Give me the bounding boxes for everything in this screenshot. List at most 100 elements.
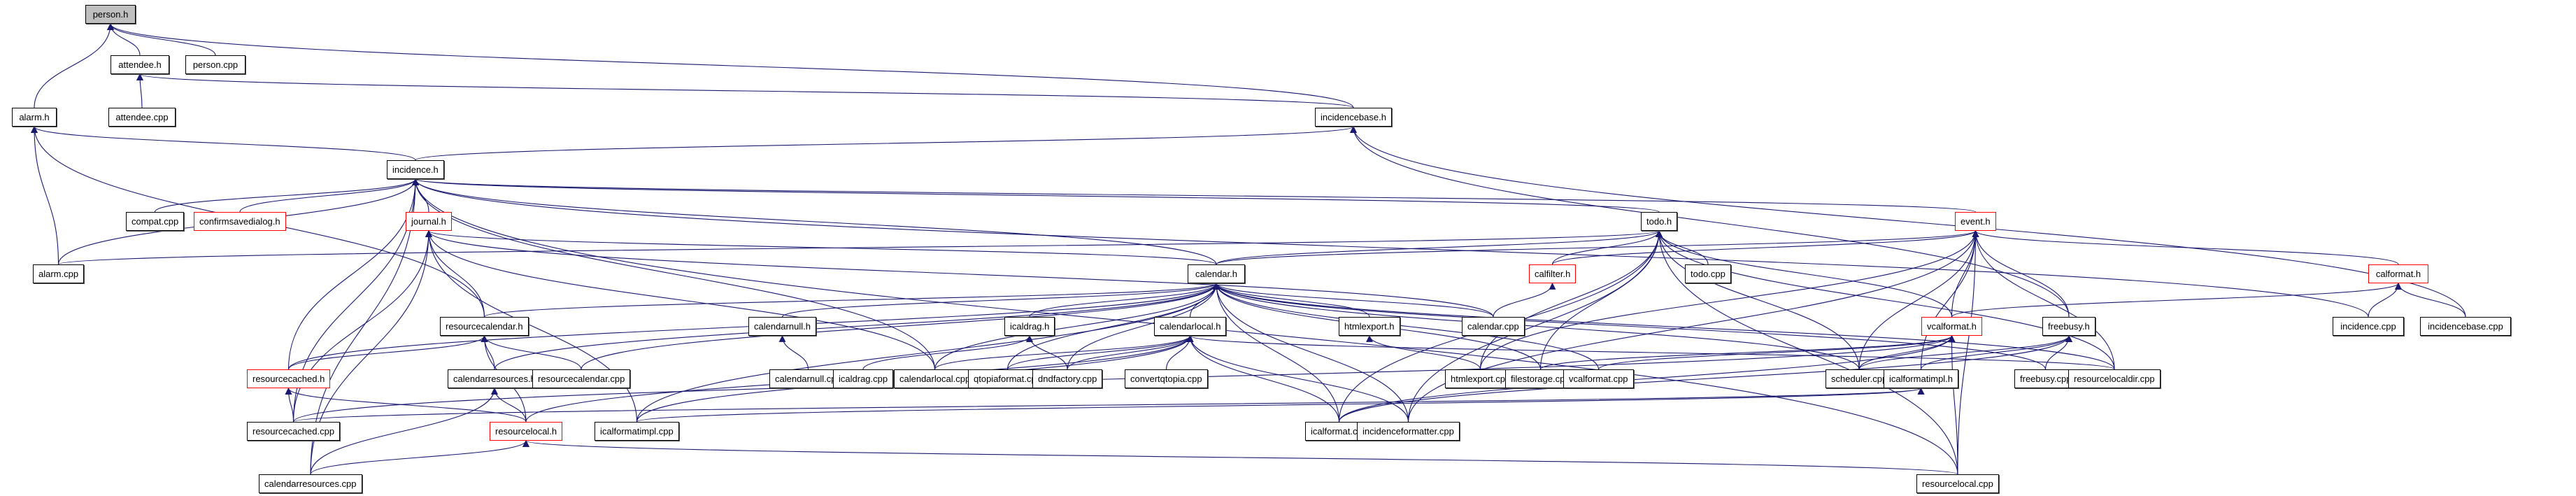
graph-node-label: htmlexport.cpp [1451, 374, 1511, 384]
edge-icalformat-cpp-to-calendar-h [1213, 283, 1340, 423]
edge-resourcecalendar-cpp-to-resourcecalendar-h [481, 335, 582, 370]
graph-node-resourcecached-h[interactable]: resourcecached.h [247, 369, 331, 388]
graph-node-calendarnull-h[interactable]: calendarnull.h [748, 317, 816, 336]
graph-node-label: icalformatimpl.h [1889, 374, 1954, 384]
graph-node-convertqtopia-cpp[interactable]: convertqtopia.cpp [1125, 369, 1208, 388]
edge-vcalformat-h-to-calformat-h [1951, 283, 2402, 318]
graph-node-label: htmlexport.h [1344, 321, 1395, 332]
graph-node-calendar-h[interactable]: calendar.h [1188, 264, 1245, 283]
graph-node-icaldrag-h[interactable]: icaldrag.h [1004, 317, 1055, 336]
graph-node-label: calendarresources.cpp [264, 479, 357, 489]
graph-node-freebusy-h[interactable]: freebusy.h [2042, 317, 2095, 336]
edge-resourcecached-cpp-to-journal-h [292, 230, 432, 423]
graph-node-label: convertqtopia.cpp [1130, 374, 1202, 384]
graph-node-calendarlocal-cpp[interactable]: calendarlocal.cpp [894, 369, 976, 388]
graph-node-resourcecalendar-cpp[interactable]: resourcecalendar.cpp [532, 369, 631, 388]
graph-node-resourcecached-cpp[interactable]: resourcecached.cpp [247, 422, 341, 441]
graph-node-vcalformat-h[interactable]: vcalformat.h [1921, 317, 1982, 336]
graph-node-label: person.cpp [192, 59, 239, 70]
graph-node-calendarresources-cpp[interactable]: calendarresources.cpp [259, 474, 362, 493]
graph-node-label: todo.h [1646, 216, 1672, 227]
graph-node-label: qtopiaformat.cpp [974, 374, 1041, 384]
graph-node-todo-cpp[interactable]: todo.cpp [1685, 264, 1731, 283]
graph-node-alarm-cpp[interactable]: alarm.cpp [33, 264, 85, 283]
edge-vcalformat-cpp-to-vcalformat-h [1597, 335, 1956, 370]
graph-node-dndfactory-cpp[interactable]: dndfactory.cpp [1032, 369, 1103, 388]
edge-calendar-cpp-to-journal-h [425, 230, 1494, 318]
edge-freebusy-h-to-event-h [1972, 230, 2070, 318]
graph-node-attendee-h[interactable]: attendee.h [111, 55, 169, 74]
graph-node-incidencebase-cpp[interactable]: incidencebase.cpp [2420, 317, 2511, 336]
edge-incidencebase-cpp-to-calformat-h [2395, 283, 2466, 318]
graph-node-htmlexport-h[interactable]: htmlexport.h [1339, 317, 1400, 336]
graph-node-resourcecalendar-h[interactable]: resourcecalendar.h [440, 317, 529, 336]
graph-node-icalformatimpl-cpp[interactable]: icalformatimpl.cpp [595, 422, 679, 441]
graph-node-label: alarm.h [19, 112, 50, 122]
graph-node-journal-h[interactable]: journal.h [406, 212, 452, 231]
edge-filestorage-cpp-to-todo-h [1539, 230, 1663, 370]
edge-event-h-to-incidence-h [412, 178, 1977, 213]
graph-node-resourcelocal-h[interactable]: resourcelocal.h [490, 422, 563, 441]
edge-calendarlocal-cpp-to-calendarlocal-h [934, 335, 1194, 370]
graph-node-icalformatimpl-h[interactable]: icalformatimpl.h [1884, 369, 1959, 388]
edge-calendar-cpp-to-calfilter-h [1493, 283, 1556, 318]
graph-node-incidencebase-h[interactable]: incidencebase.h [1315, 108, 1392, 127]
graph-node-label: calendarnull.cpp [775, 374, 841, 384]
graph-node-person-cpp[interactable]: person.cpp [185, 55, 245, 74]
edge-incidencebase-h-to-attendee-h [136, 73, 1354, 108]
edge-person-cpp-to-person-h [107, 23, 216, 56]
graph-node-calendar-cpp[interactable]: calendar.cpp [1462, 317, 1525, 336]
graph-node-freebusy-cpp[interactable]: freebusy.cpp [2014, 369, 2077, 388]
graph-node-resourcelocaldir-cpp[interactable]: resourcelocaldir.cpp [2068, 369, 2161, 388]
edge-incidencebase-cpp-to-incidencebase-h [1350, 126, 2466, 318]
graph-node-person-h: person.h [85, 5, 136, 24]
graph-node-label: confirmsavedialog.h [199, 216, 280, 227]
graph-node-incidence-cpp[interactable]: incidence.cpp [2333, 317, 2404, 336]
graph-node-icaldrag-cpp[interactable]: icaldrag.cpp [833, 369, 894, 388]
graph-node-label: calformat.h [2375, 269, 2421, 279]
graph-node-calformat-h[interactable]: calformat.h [2368, 264, 2428, 283]
edge-qtopiaformat-cpp-to-calendarlocal-h [1006, 335, 1194, 370]
graph-node-scheduler-cpp[interactable]: scheduler.cpp [1826, 369, 1893, 388]
edge-filestorage-cpp-to-vcalformat-h [1539, 335, 1956, 370]
graph-node-incidence-h[interactable]: incidence.h [387, 160, 444, 179]
graph-node-alarm-h[interactable]: alarm.h [12, 108, 57, 127]
graph-node-label: incidence.cpp [2340, 321, 2396, 332]
edge-calendarresources-cpp-to-incidence-h [310, 178, 419, 475]
graph-node-resourcelocal-cpp[interactable]: resourcelocal.cpp [1916, 474, 1999, 493]
edge-dndfactory-cpp-to-calendarlocal-h [1067, 335, 1194, 370]
edge-resourcecached-h-to-incidence-h [287, 178, 419, 370]
edge-scheduler-cpp-to-vcalformat-h [1858, 335, 1956, 370]
graph-node-label: resourcecached.h [252, 374, 325, 384]
graph-node-label: todo.cpp [1691, 269, 1725, 279]
graph-node-event-h[interactable]: event.h [1955, 212, 1996, 231]
edge-incidencebase-h-to-person-h [107, 23, 1354, 108]
edge-icaldrag-cpp-to-icaldrag-h [862, 335, 1033, 370]
graph-node-label: icalformat.cpp [1311, 426, 1367, 437]
graph-node-label: event.h [1961, 216, 1991, 227]
edge-incidenceformatter-cpp-to-calendar-h [1213, 283, 1409, 423]
graph-node-incidenceformatter-cpp[interactable]: incidenceformatter.cpp [1357, 422, 1460, 441]
edge-calendar-h-to-todo-h [1216, 230, 1663, 265]
graph-node-label: resourcecalendar.h [446, 321, 523, 332]
edge-resourcelocaldir-cpp-to-calendar-h [1213, 283, 2115, 370]
edge-icalformat-cpp-to-calendarlocal-h [1186, 335, 1340, 423]
graph-node-label: person.h [92, 9, 129, 20]
graph-node-vcalformat-cpp[interactable]: vcalformat.cpp [1563, 369, 1634, 388]
graph-node-label: vcalformat.h [1927, 321, 1977, 332]
edge-resourcelocal-h-to-calendarresources-h [491, 388, 527, 423]
graph-node-todo-h[interactable]: todo.h [1641, 212, 1678, 231]
graph-node-calfilter-h[interactable]: calfilter.h [1529, 264, 1577, 283]
edge-calendar-h-to-event-h [1216, 230, 1979, 265]
edge-resourcelocaldir-cpp-to-todo-h [1656, 230, 2115, 370]
graph-node-attendee-cpp[interactable]: attendee.cpp [108, 108, 176, 127]
edge-calendarlocal-cpp-to-journal-h [425, 230, 936, 370]
graph-node-label: resourcelocal.h [495, 426, 557, 437]
edge-dndfactory-cpp-to-icaldrag-h [1026, 335, 1068, 370]
graph-node-calendarresources-h[interactable]: calendarresources.h [448, 369, 541, 388]
graph-node-calendarlocal-h[interactable]: calendarlocal.h [1154, 317, 1227, 336]
graph-node-compat-cpp[interactable]: compat.cpp [126, 212, 185, 231]
edge-icalformat-cpp-to-freebusy-h [1338, 335, 2072, 423]
graph-node-label: compat.cpp [131, 216, 179, 227]
graph-node-confirmsavedialog-h[interactable]: confirmsavedialog.h [194, 212, 286, 231]
